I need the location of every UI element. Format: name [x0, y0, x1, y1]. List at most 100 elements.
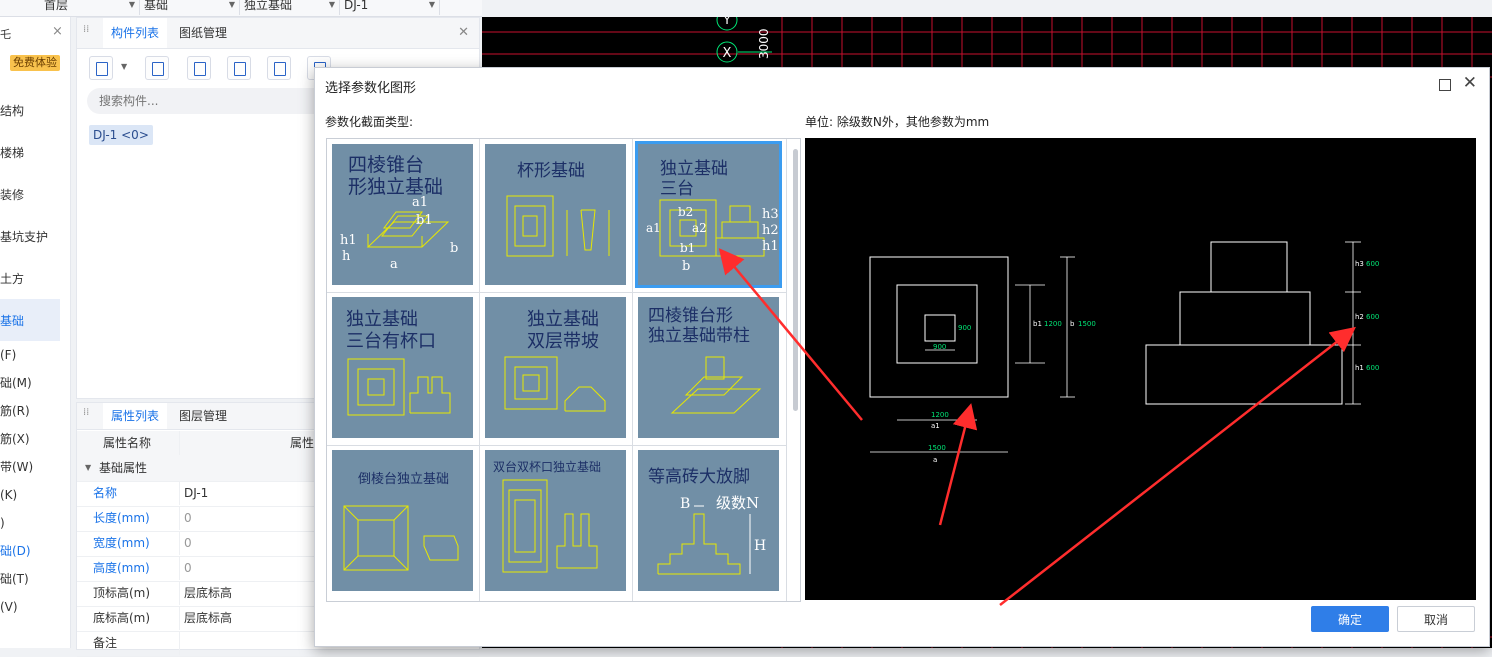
shape-option-inverted-frustum[interactable]: 倒棱台独立基础	[327, 445, 479, 597]
layer-copy-icon[interactable]	[267, 56, 291, 80]
svg-text:b: b	[1070, 320, 1075, 328]
trial-badge[interactable]: 免费体验	[10, 55, 60, 71]
floor-select[interactable]: 首层▼	[40, 0, 140, 15]
shape-option-3-tier-cup[interactable]: 独立基础 三台有杯口	[327, 292, 479, 444]
nav-item-f[interactable]: (F)	[0, 348, 17, 362]
prop-name: 高度(mm)	[93, 561, 150, 575]
tab-component-list[interactable]: 构件列表	[103, 18, 168, 48]
subtype-select[interactable]: 独立基础 ▼	[240, 0, 340, 15]
thumb-title: 三台	[660, 179, 694, 199]
nav-item-t[interactable]: 础(T)	[0, 572, 29, 586]
shape-option-independent-3-tier[interactable]: 独立基础 三台 h3 h2 h1 b2 a2 b1 a1 b	[633, 139, 785, 291]
shape-option-brick-footing[interactable]: 等高砖大放脚 B 级数N H	[633, 445, 785, 597]
thumb-title: 倒棱台独立基础	[358, 472, 450, 487]
shape-option-double-slope[interactable]: 独立基础 双层带坡	[480, 292, 632, 444]
prop-row[interactable]: 长度(mm)0	[77, 506, 479, 532]
prop-value[interactable]: 层底标高	[179, 581, 479, 605]
prop-name: 宽度(mm)	[93, 536, 150, 550]
nav-item-paren[interactable]: )	[0, 516, 5, 530]
shape-option-frustum-with-column[interactable]: 四棱锥台形 独立基础带柱	[633, 292, 785, 444]
shape-preview: 1200 a1 1500 a 900 900 b1 1200 b 1500 h3…	[805, 138, 1476, 600]
tab-drawing-management[interactable]: 图纸管理	[179, 26, 228, 40]
svg-text:b1: b1	[680, 241, 695, 255]
svg-text:a1: a1	[646, 221, 661, 235]
prop-value[interactable]: 层底标高	[179, 606, 479, 630]
nav-item-pit-support[interactable]: 基坑支护	[0, 230, 49, 244]
ok-button[interactable]: 确定	[1311, 606, 1389, 632]
close-icon[interactable]: ✕	[1462, 73, 1477, 93]
nav-item-m[interactable]: 础(M)	[0, 376, 32, 390]
prop-value[interactable]: 0	[179, 556, 479, 580]
nav-item-stairs[interactable]: 楼梯	[0, 146, 25, 160]
chevron-down-icon[interactable]: ▼	[121, 62, 128, 71]
thumb-title: 形独立基础	[348, 176, 444, 198]
shape-option-double-cup[interactable]: 双台双杯口独立基础	[480, 445, 632, 597]
thumbnail: 四棱锥台 形独立基础 a1 b1 h1 h a b	[332, 144, 473, 285]
prop-row[interactable]: 底标高(m)层底标高	[77, 606, 479, 632]
component-item-dj1[interactable]: DJ-1 <0>	[89, 125, 153, 145]
close-icon[interactable]: ✕	[458, 25, 469, 40]
svg-text:a1: a1	[412, 195, 428, 210]
svg-text:h: h	[342, 249, 351, 264]
thumb-title: 双层带坡	[527, 331, 599, 352]
cup-drawing	[506, 195, 610, 257]
maximize-icon[interactable]	[1439, 79, 1451, 91]
shape-option-pyramid-frustum[interactable]: 四棱锥台 形独立基础 a1 b1 h1 h a b	[327, 139, 479, 291]
nav-item-v[interactable]: (V)	[0, 600, 18, 614]
svg-text:b1: b1	[1033, 320, 1042, 328]
svg-text:600: 600	[1366, 364, 1379, 372]
nav-item-r[interactable]: 筋(R)	[0, 404, 30, 418]
three-tier-cup-drawing	[347, 358, 451, 416]
svg-text:900: 900	[933, 343, 946, 351]
delete-icon[interactable]	[187, 56, 211, 80]
brick-footing-drawing: B 级数N H	[657, 494, 766, 575]
nav-item-x[interactable]: 筋(X)	[0, 432, 30, 446]
dialog-title: 选择参数化图形	[325, 81, 417, 96]
shape-option-cup[interactable]: 杯形基础	[480, 139, 632, 291]
drag-grip-icon[interactable]: ⁞⁞	[83, 24, 90, 35]
nav-item-d[interactable]: 础(D)	[0, 544, 31, 558]
prop-name: 备注	[93, 636, 118, 650]
nav-item-structure[interactable]: 结构	[0, 104, 25, 118]
chevron-down-icon: ▼	[328, 0, 335, 9]
shape-thumbnail-grid: 四棱锥台 形独立基础 a1 b1 h1 h a b 杯形基础	[326, 138, 801, 602]
svg-text:1200: 1200	[1044, 320, 1062, 328]
nav-item-foundation[interactable]: 基础	[0, 314, 25, 328]
svg-text:h2: h2	[1355, 313, 1364, 321]
prop-row[interactable]: 高度(mm) 0	[77, 556, 479, 582]
prop-row[interactable]: 宽度(mm) 0	[77, 531, 479, 557]
nav-selected-bg	[0, 299, 60, 341]
close-icon[interactable]: ×	[52, 24, 63, 39]
prop-row[interactable]: 顶标高(m)层底标高	[77, 581, 479, 607]
preview-drawing: 1200 a1 1500 a 900 900 b1 1200 b 1500 h3…	[869, 241, 1379, 464]
prop-value[interactable]: 0	[179, 506, 479, 530]
copy-icon[interactable]	[145, 56, 169, 80]
svg-text:b: b	[450, 241, 458, 256]
category-select[interactable]: 基础▼	[140, 0, 240, 15]
thumb-title: 双台双杯口独立基础	[493, 460, 602, 474]
cancel-button[interactable]: 取消	[1397, 606, 1475, 632]
prop-value[interactable]: 0	[179, 531, 479, 555]
duplicate-icon[interactable]	[227, 56, 251, 80]
component-select[interactable]: DJ-1▼	[340, 0, 440, 15]
thumbnail: 倒棱台独立基础	[332, 450, 473, 591]
thumbnail: 独立基础 三台 h3 h2 h1 b2 a2 b1 a1 b	[635, 141, 782, 288]
nav-item-decoration[interactable]: 装修	[0, 188, 25, 202]
nav-item-k[interactable]: (K)	[0, 488, 18, 502]
prop-value[interactable]: DJ-1	[179, 481, 479, 505]
subtype-select-value: 独立基础	[244, 0, 293, 12]
floor-select-value: 首层	[44, 0, 69, 12]
svg-text:900: 900	[958, 324, 971, 332]
nav-item-w[interactable]: 带(W)	[0, 460, 34, 474]
prop-value[interactable]	[179, 631, 479, 655]
tab-property-list[interactable]: 属性列表	[103, 403, 168, 429]
double-slope-drawing	[504, 356, 606, 412]
drag-grip-icon[interactable]: ⁞⁞	[83, 407, 90, 418]
nav-item-earthwork[interactable]: 土方	[0, 272, 25, 286]
scrollbar[interactable]	[793, 149, 798, 411]
svg-text:1500: 1500	[1078, 320, 1096, 328]
thumbnail: 独立基础 三台有杯口	[332, 297, 473, 438]
new-component-icon[interactable]	[89, 56, 113, 80]
tab-layer-management[interactable]: 图层管理	[179, 409, 228, 423]
